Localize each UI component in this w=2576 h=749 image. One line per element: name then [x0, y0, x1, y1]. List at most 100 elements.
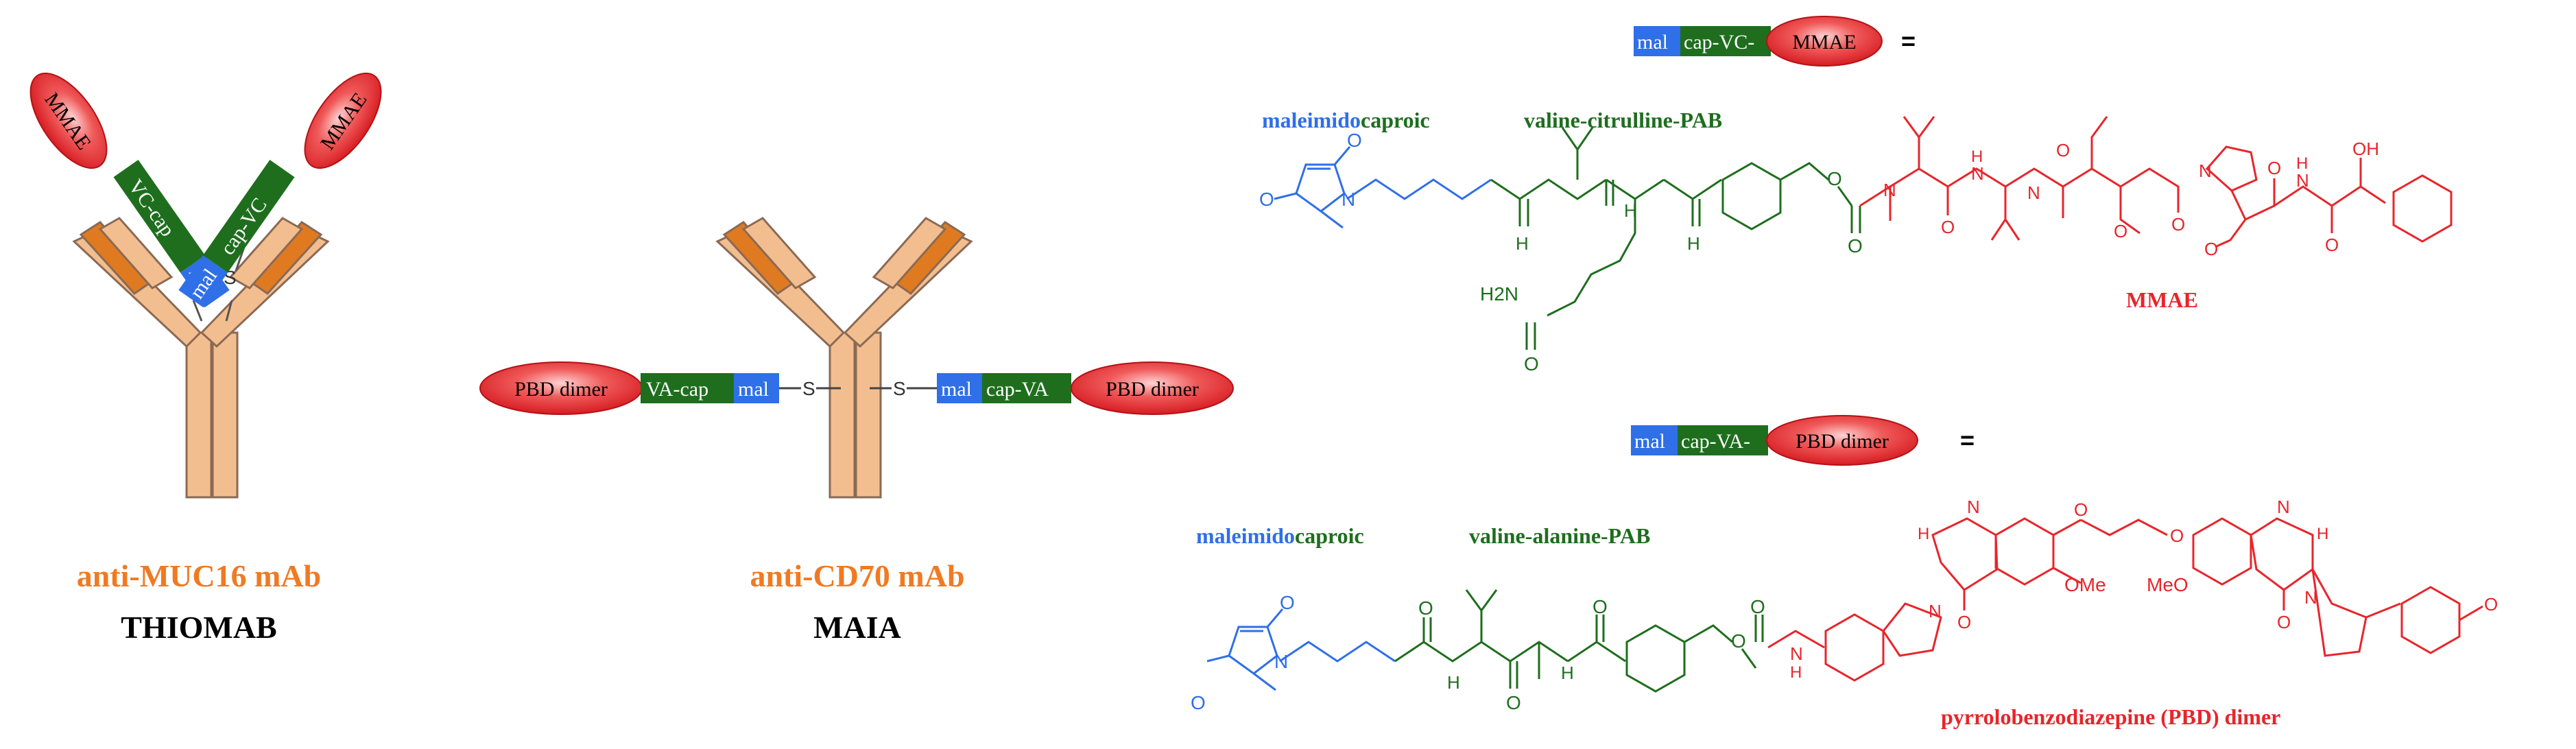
maia-label-bottom: MAIA — [813, 610, 901, 645]
maia-mal-left-label: mal — [738, 378, 769, 401]
top-h2n: H2N — [1480, 283, 1518, 305]
bottom-pbd-ome: OMe — [2064, 574, 2106, 595]
maia-linker-right-label: cap-VA — [986, 378, 1049, 401]
maia-light-left-2 — [741, 217, 817, 289]
thiomab-linker-left — [113, 159, 206, 273]
top-n-h3: H — [1687, 233, 1700, 254]
top-n-h2: H — [1624, 200, 1637, 221]
bottom-pbd-h1: H — [1918, 525, 1929, 543]
top-mmae-h2: H — [1971, 147, 1983, 166]
maia-label-top: anti-CD70 mAb — [750, 558, 964, 593]
top-mmae-o1: O — [1941, 217, 1955, 237]
top-n-h1: H — [1516, 233, 1529, 254]
bottom-pbd-n2: N — [1929, 601, 1942, 621]
top-mmae — [1859, 116, 2453, 248]
bottom-header-linker-label: cap-VA- — [1681, 430, 1750, 453]
bottom-header-payload — [1766, 415, 1918, 466]
maia-light-right-2 — [872, 217, 947, 289]
bottom-carbamate-o2: O — [1750, 596, 1765, 617]
heavy-chain-stem-right — [211, 331, 239, 499]
bottom-header-equals: = — [1960, 426, 1975, 454]
bottom-mal-n: N — [1274, 651, 1288, 672]
bottom-label-peptide: valine-alanine-PAB — [1469, 523, 1650, 548]
bottom-peptide-linker — [1394, 589, 1764, 693]
maia-pbd-right — [1071, 361, 1234, 415]
top-mal-o2: O — [1347, 130, 1362, 151]
top-header-linker — [1680, 26, 1771, 56]
bottom-maleimide — [1206, 608, 1396, 691]
bottom-pbd-o-link1: O — [2074, 499, 2088, 520]
bottom-pbd-n4: N — [2304, 587, 2317, 608]
top-header-payload-label: MMAE — [1792, 31, 1856, 54]
top-mmae-n3: N — [2027, 182, 2040, 203]
top-mmae-o3: O — [2114, 221, 2127, 241]
bottom-n-h1: H — [1447, 672, 1460, 693]
top-mmae-o2: O — [2056, 140, 2070, 160]
bottom-pbd — [1767, 517, 2483, 682]
thiomab-antibody: S S VC-cap mal MMAE cap-VC mal MMAE anti… — [29, 72, 382, 645]
maia-linker-left-label: VA-cap — [646, 378, 708, 401]
top-header-mal-label: mal — [1637, 31, 1668, 54]
bottom-carbamate-o: O — [1731, 630, 1746, 652]
bottom-o1: O — [1418, 597, 1433, 619]
top-header-linker-label: cap-VC- — [1684, 31, 1754, 54]
bottom-label-maleimidocaproic: maleimidocaproic — [1196, 523, 1364, 548]
top-mmae-n5: N — [2296, 170, 2309, 191]
top-mmae-o5: O — [2204, 239, 2218, 259]
bottom-header-payload-label: PBD dimer — [1796, 430, 1889, 453]
top-urea-o: O — [1524, 353, 1539, 374]
bottom-pbd-o1: O — [1957, 612, 1971, 632]
bottom-pbd-meo: MeO — [2147, 574, 2189, 595]
top-peptide-linker — [1490, 127, 1861, 350]
maia-stem-left — [828, 331, 856, 499]
va-pbd-structure: mal cap-VA- PBD dimer = maleimidocaproic… — [1191, 415, 2498, 729]
maia-s-left: S — [802, 378, 815, 399]
bottom-pbd-o-end: O — [2484, 594, 2498, 615]
top-mal-n: N — [1341, 189, 1355, 210]
disulfide-line-right-2 — [225, 300, 233, 322]
bottom-pbd-nh: N — [1790, 643, 1803, 664]
maia-pbd-left-label: PBD dimer — [514, 378, 608, 401]
bottom-pbd-h2: H — [2317, 525, 2328, 543]
top-mmae-n4: N — [2199, 160, 2212, 181]
top-label-maleimidocaproic: maleimidocaproic — [1262, 108, 1430, 132]
bottom-pbd-o2: O — [2277, 612, 2291, 632]
bottom-header-linker — [1678, 425, 1768, 455]
top-label-peptide: valine-citrulline-PAB — [1524, 108, 1722, 132]
bottom-pbd-n1: N — [1967, 497, 1980, 517]
maia-linker-left — [641, 373, 734, 403]
top-mmae-o6: O — [2267, 158, 2281, 178]
light-chain-left-2 — [98, 217, 174, 289]
bottom-header-mal — [1631, 425, 1678, 455]
disulfide-line-left-2 — [192, 300, 203, 322]
maia-antibody: PBD dimer VA-cap mal S S mal cap-VA PBD … — [479, 217, 1234, 645]
vc-mmae-structure: mal cap-VC- MMAE = maleimidocaproic vali… — [1259, 16, 2453, 374]
bottom-mal-o1: O — [1191, 692, 1206, 713]
top-carbamate-o2: O — [1848, 235, 1863, 257]
top-mmae-o7: O — [2325, 235, 2339, 255]
bottom-pbd-n3: N — [2277, 497, 2290, 517]
maia-s-right: S — [893, 378, 906, 399]
top-header-equals: = — [1901, 27, 1916, 55]
top-mmae-n1: N — [1883, 180, 1896, 200]
thiomab-label-bottom: THIOMAB — [121, 610, 276, 645]
bottom-n-h2: H — [1561, 663, 1574, 683]
maia-mal-left — [734, 373, 779, 403]
heavy-chain-stem-left — [185, 331, 213, 499]
top-label-payload: MMAE — [2126, 287, 2198, 312]
thiomab-mmae-right — [304, 72, 382, 169]
bottom-header-mal-label: mal — [1634, 430, 1665, 453]
maia-stem-right — [855, 331, 882, 499]
maia-mal-right — [937, 373, 982, 403]
bottom-label-payload: pyrrolobenzodiazepine (PBD) dimer — [1941, 704, 2280, 729]
thiomab-linker-right — [202, 159, 295, 273]
bottom-pbd-h-n: H — [1790, 663, 1802, 682]
bottom-mal-o2: O — [1280, 592, 1295, 613]
light-chain-right-2 — [228, 217, 304, 289]
top-mmae-oh: OH — [2352, 139, 2379, 159]
top-header-mal — [1634, 26, 1680, 56]
maia-mal-right-label: mal — [941, 378, 972, 401]
thiomab-label-top: anti-MUC16 mAb — [77, 558, 321, 593]
bottom-pbd-o-link2: O — [2170, 525, 2184, 546]
thiomab-mmae-left — [29, 72, 108, 169]
